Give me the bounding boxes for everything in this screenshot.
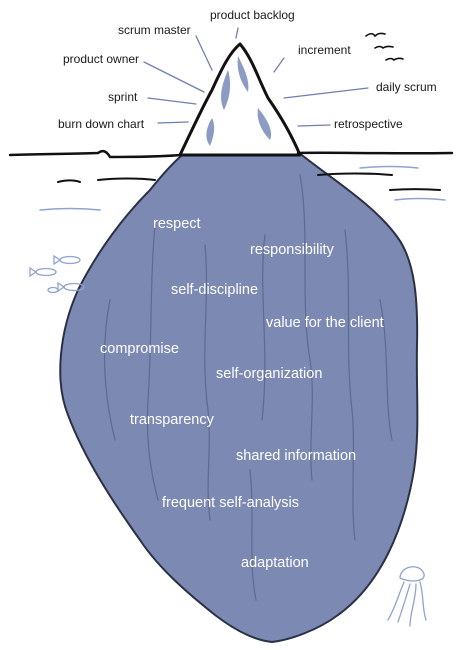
- value-respect: respect: [153, 216, 201, 232]
- label-sprint: sprint: [108, 90, 138, 104]
- water-ripples: [57, 172, 441, 191]
- iceberg-crack-lines: [103, 174, 393, 601]
- label-scrum-master: scrum master: [118, 23, 191, 37]
- waterline: [8, 149, 454, 159]
- value-responsibility: responsibility: [250, 242, 334, 258]
- label-increment: increment: [298, 43, 351, 57]
- label-pointers: [143, 27, 369, 127]
- value-transparency: transparency: [130, 412, 214, 428]
- value-shared-information: shared information: [236, 448, 357, 464]
- iceberg-tip-shading: [206, 56, 272, 146]
- label-daily-scrum: daily scrum: [376, 80, 437, 94]
- value-frequent-self-analysis: frequent self-analysis: [162, 495, 300, 511]
- iceberg-underwater: [59, 150, 419, 644]
- bird-icon: [365, 32, 404, 62]
- label-retrospective: retrospective: [334, 117, 403, 131]
- jellyfish-icon: [387, 566, 427, 627]
- value-compromise: compromise: [100, 341, 179, 357]
- value-adaptation: adaptation: [241, 555, 309, 571]
- water-ripples-blue: [39, 165, 446, 211]
- value-self-organization: self-organization: [216, 366, 323, 382]
- label-product-owner: product owner: [63, 52, 140, 66]
- value-self-discipline: self-discipline: [171, 282, 259, 298]
- value-value-for-the-client: value for the client: [266, 315, 384, 331]
- label-burn-down-chart: burn down chart: [58, 117, 145, 131]
- fish-icon: [29, 254, 85, 294]
- label-product-backlog: product backlog: [210, 8, 295, 22]
